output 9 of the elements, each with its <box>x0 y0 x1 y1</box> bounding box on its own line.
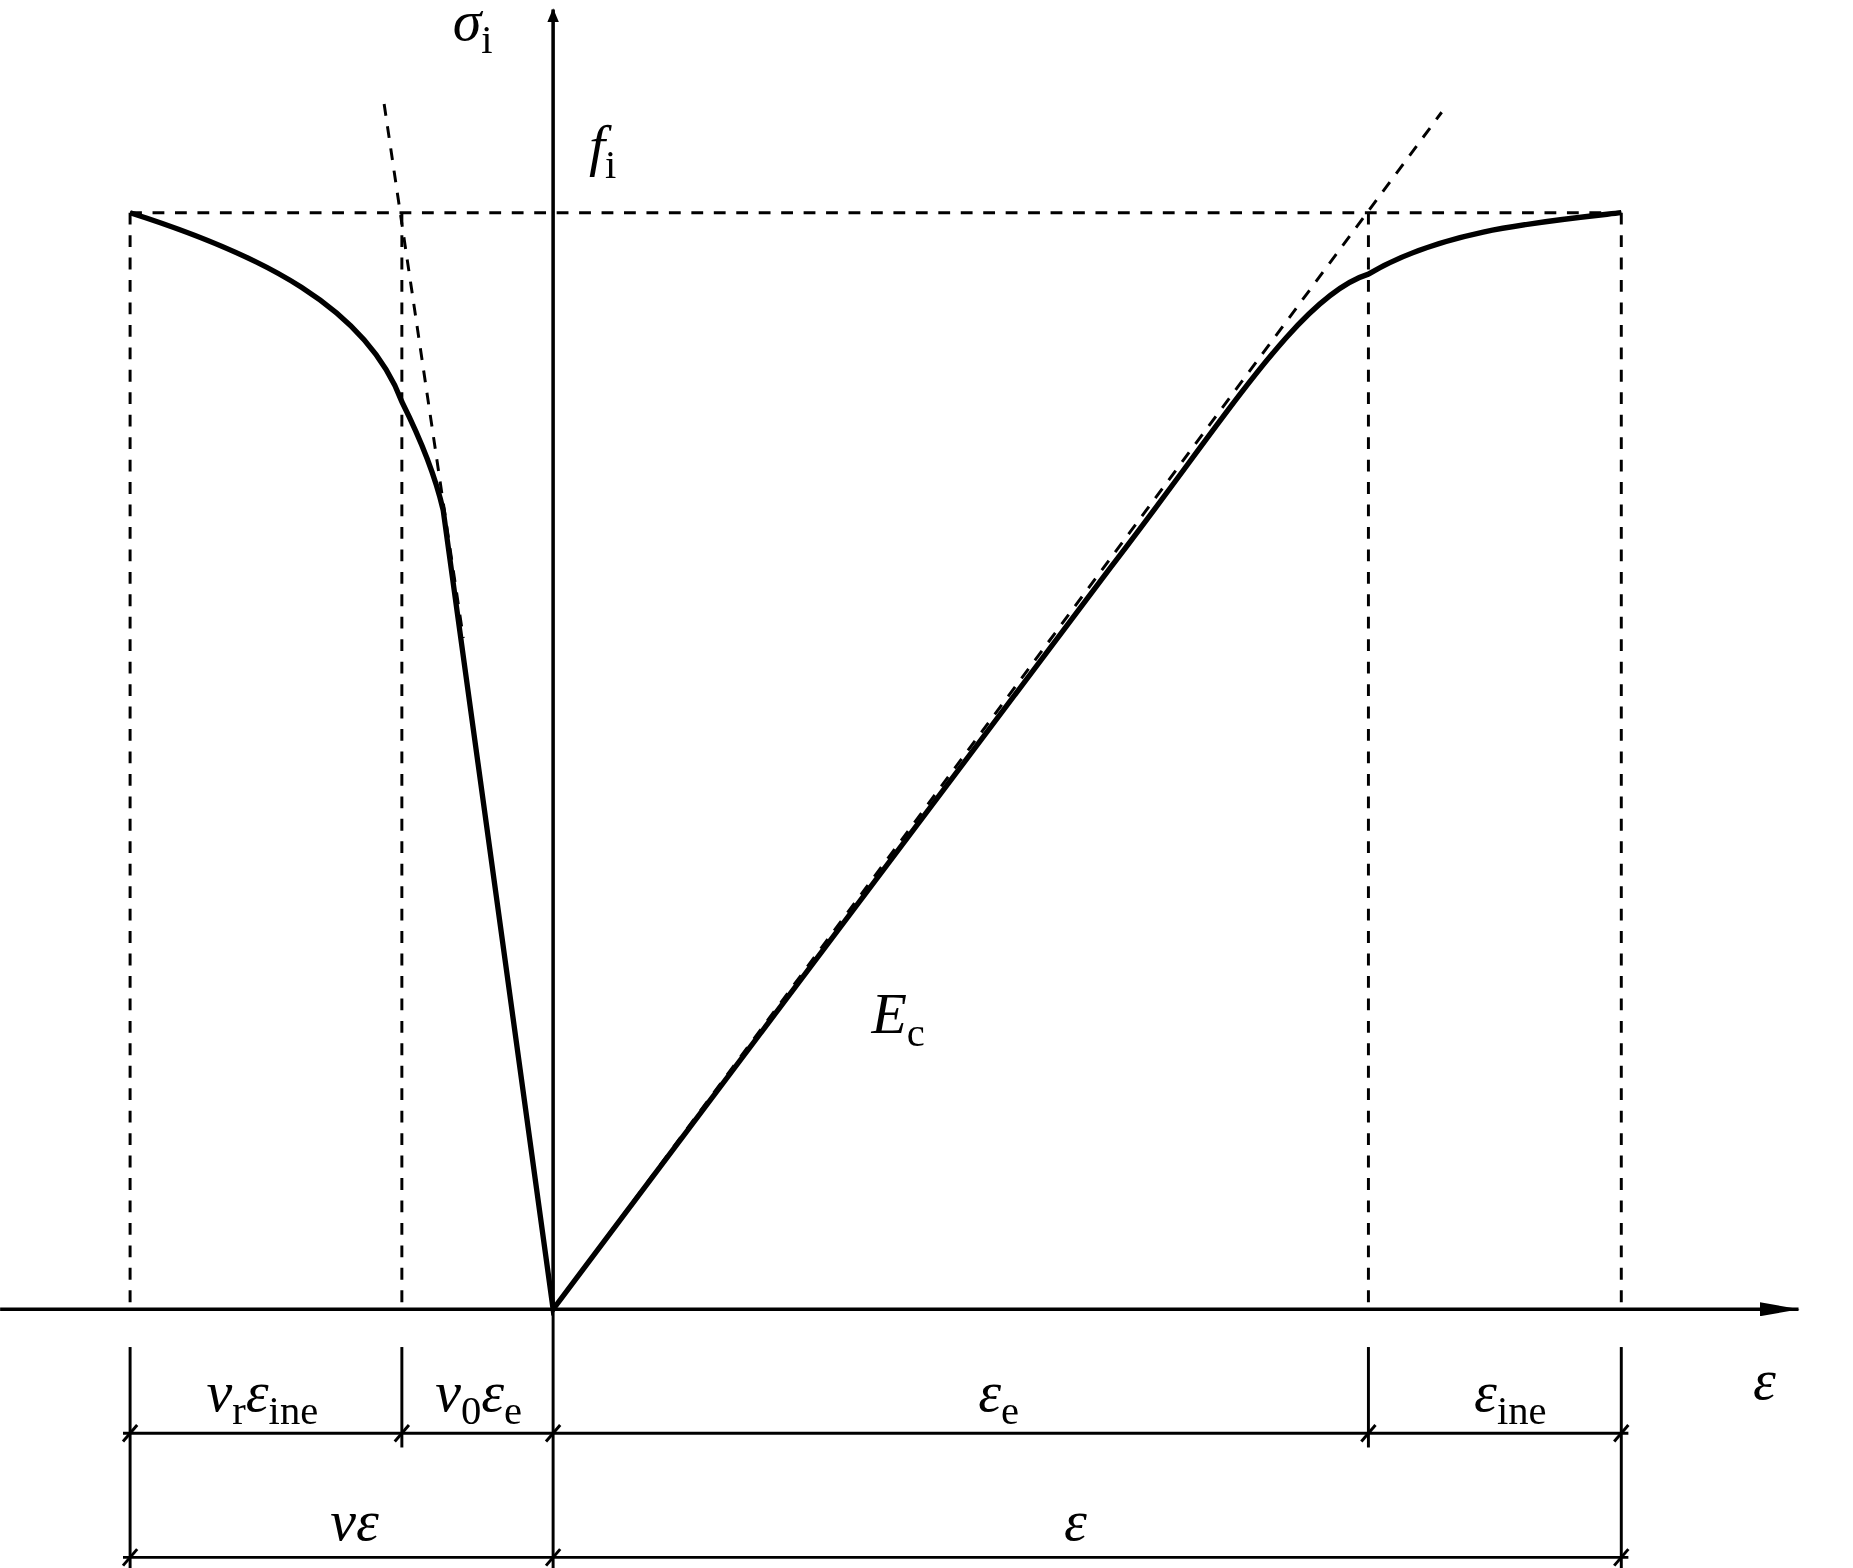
axis-label: ε <box>1752 1351 1776 1410</box>
dimension-label: νε <box>330 1491 379 1550</box>
dimension-label: ε <box>1063 1491 1087 1550</box>
dimension-label: ε$_{ine}$ <box>1474 1362 1547 1431</box>
dimension-label: ν$_{r}$ε$_{ine}$ <box>206 1362 319 1431</box>
stress-label: f$_{i}$ <box>589 117 617 186</box>
dimension-label: ν$_{0}$ε$_{e}$ <box>435 1362 523 1431</box>
axis-label: σ$_{i}$ <box>452 0 493 61</box>
dimension-label: ε$_{e}$ <box>978 1362 1019 1431</box>
